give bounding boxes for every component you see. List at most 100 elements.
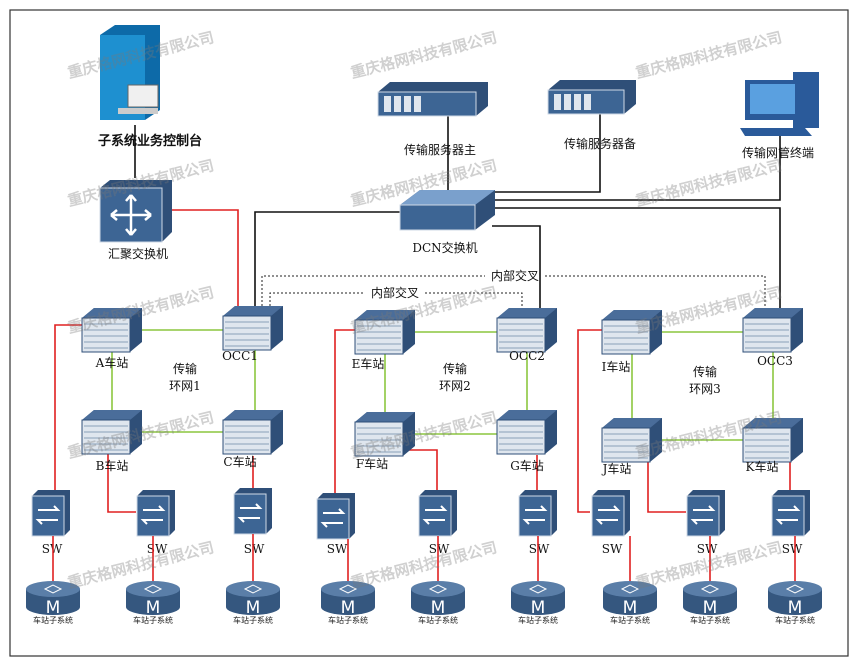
device-top — [82, 308, 142, 318]
dcn-front — [399, 204, 476, 231]
cylinder-top — [411, 581, 465, 597]
subsystem-label: 车站子系统 — [610, 615, 650, 625]
station-subsystem-icon: M — [26, 581, 80, 618]
cylinder-top — [511, 581, 565, 597]
link-E-sw — [334, 329, 357, 495]
access-switch-icon — [136, 490, 175, 537]
cylinder-top — [768, 581, 822, 597]
link-cross-outer-a — [261, 275, 485, 306]
link-dcn-occ3 — [495, 207, 781, 312]
diamond-mark — [338, 584, 358, 594]
arrows-icon — [422, 505, 448, 525]
cross-link-label: 内部交叉 — [371, 285, 419, 300]
rack-front — [377, 91, 477, 117]
arrows-icon — [775, 505, 801, 525]
node-I-label: I车站 — [602, 359, 631, 374]
diagram-frame — [9, 9, 849, 657]
cross-link-label: 内部交叉 — [491, 268, 539, 283]
station-subsystem-icon: M — [768, 581, 822, 618]
node-A-device-icon — [81, 308, 142, 353]
node-G-device-icon — [496, 410, 557, 455]
link-server-backup-dcn — [494, 112, 601, 193]
server-main-icon — [377, 82, 488, 117]
ring-label: 环网2 — [439, 379, 471, 393]
drive-bay — [574, 94, 581, 110]
access-switch-icon — [686, 490, 725, 537]
switch-front — [591, 495, 625, 537]
station-subsystem-icon: M — [603, 581, 657, 618]
cylinder-top — [321, 581, 375, 597]
device-top — [497, 308, 557, 318]
link-J-sw — [647, 462, 686, 513]
ring-label: 传输 — [173, 361, 197, 376]
m-letter: M — [46, 598, 61, 618]
node-OCC1-device-icon — [222, 306, 283, 351]
switch-front — [233, 493, 267, 535]
drive-bay — [564, 94, 571, 110]
subsystem-label: 车站子系统 — [775, 615, 815, 625]
arrows-icon — [595, 505, 621, 525]
m-letter: M — [146, 598, 161, 618]
sw-label: SW — [529, 542, 550, 556]
server-main-label: 传输服务器主 — [404, 142, 476, 157]
server-backup-label: 传输服务器备 — [564, 136, 636, 151]
sw-label: SW — [327, 542, 348, 556]
node-A-label: A车站 — [95, 355, 129, 370]
cross-arrows-icon — [110, 194, 152, 236]
arrows-icon — [320, 508, 346, 528]
node-F-device-icon — [354, 412, 415, 457]
link-dcn-occ1 — [254, 211, 402, 306]
device-top — [743, 418, 803, 428]
watermark-text: 重庆格网科技有限公司 — [634, 28, 784, 82]
m-letter: M — [246, 598, 261, 618]
node-J-device-icon — [601, 418, 662, 463]
m-letter: M — [531, 598, 546, 618]
station-subsystem-icon: M — [411, 581, 465, 618]
diamond-mark — [43, 584, 63, 594]
drive-bay — [414, 96, 421, 112]
node-K-device-icon — [742, 418, 803, 463]
device-top — [223, 306, 283, 316]
device-top — [82, 410, 142, 420]
station-subsystem-icon: M — [683, 581, 737, 618]
drive-bay — [554, 94, 561, 110]
ring-label: 传输 — [443, 361, 467, 376]
cylinder-top — [26, 581, 80, 597]
node-B-device-icon — [81, 410, 142, 455]
subsystem-label: 车站子系统 — [328, 615, 368, 625]
switch-front — [686, 495, 720, 537]
device-front — [496, 419, 546, 455]
access-switch-icon — [316, 493, 355, 540]
node-OCC3-label: OCC3 — [757, 354, 793, 368]
m-letter: M — [703, 598, 718, 618]
node-I-device-icon — [601, 310, 662, 355]
cylinder-top — [683, 581, 737, 597]
nms-terminal-label: 传输网管终端 — [742, 145, 814, 160]
switch-front — [771, 495, 805, 537]
cylinder-top — [226, 581, 280, 597]
diamond-mark — [785, 584, 805, 594]
switch-front — [31, 495, 65, 537]
nms-terminal-icon — [740, 72, 819, 136]
link-I-sw — [577, 329, 605, 513]
subsystem-label: 车站子系统 — [518, 615, 558, 625]
node-J-label: J车站 — [601, 461, 632, 476]
switch-front — [518, 495, 552, 537]
link-cross-outer-b — [545, 275, 766, 312]
access-switch-icon — [771, 490, 810, 537]
station-subsystem-icon: M — [226, 581, 280, 618]
diamond-mark — [528, 584, 548, 594]
link-terminal-dcn — [494, 130, 781, 201]
access-switch-icon — [31, 490, 70, 537]
subsystem-label: 车站子系统 — [133, 615, 173, 625]
ring-label: 环网1 — [169, 379, 201, 393]
device-top — [602, 418, 662, 428]
switch-front — [418, 495, 452, 537]
drive-bay — [394, 96, 401, 112]
link-dcn-occ2 — [492, 225, 541, 310]
device-top — [743, 308, 803, 318]
access-switch-icon — [518, 490, 557, 537]
cylinder-top — [126, 581, 180, 597]
sw-label: SW — [429, 542, 450, 556]
node-F-label: F车站 — [356, 456, 388, 471]
